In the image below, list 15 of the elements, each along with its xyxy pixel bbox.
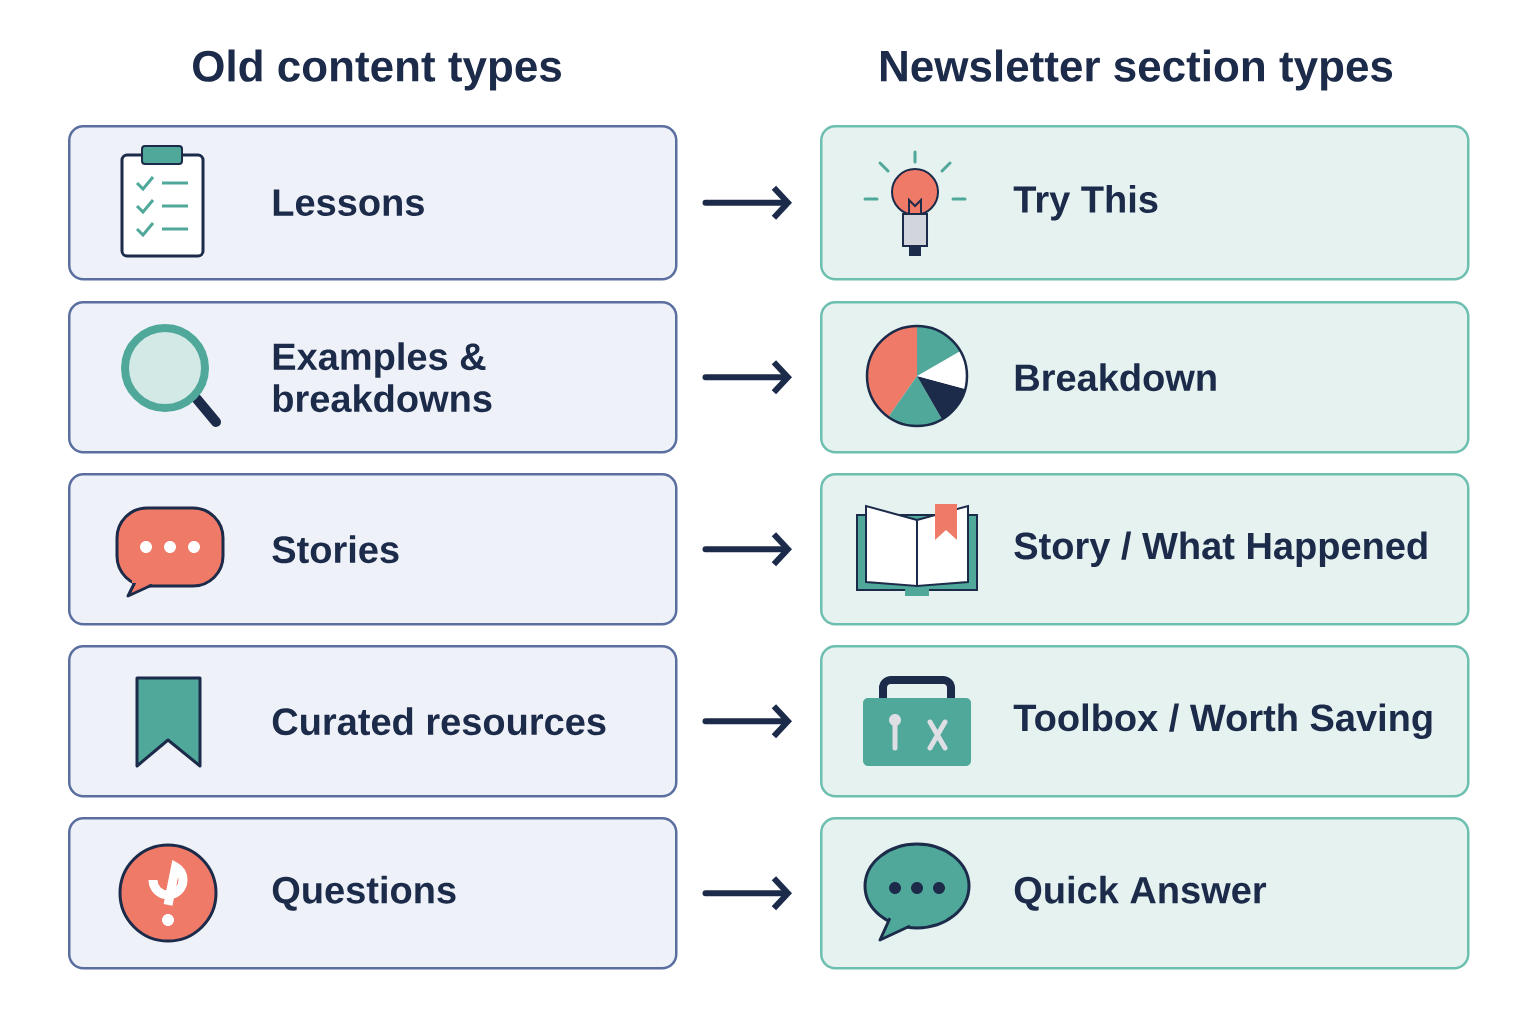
section-box: Questions <box>68 817 678 970</box>
section-box: Breakdown <box>820 301 1470 454</box>
arrow <box>702 360 792 395</box>
arrow <box>702 704 792 739</box>
arrow <box>702 532 792 567</box>
section-box: Toolbox / Worth Saving <box>820 645 1470 798</box>
section-box: Try This <box>820 125 1470 281</box>
section-box: Examples & breakdowns <box>68 301 678 454</box>
arrow <box>702 185 792 220</box>
section-box: Quick Answer <box>820 817 1470 970</box>
section-box: Lessons <box>68 125 678 281</box>
section-box: Curated resources <box>68 645 678 798</box>
section-box: Stories <box>68 473 678 626</box>
arrow <box>702 876 792 911</box>
section-box: Story / What Happened <box>820 473 1470 626</box>
